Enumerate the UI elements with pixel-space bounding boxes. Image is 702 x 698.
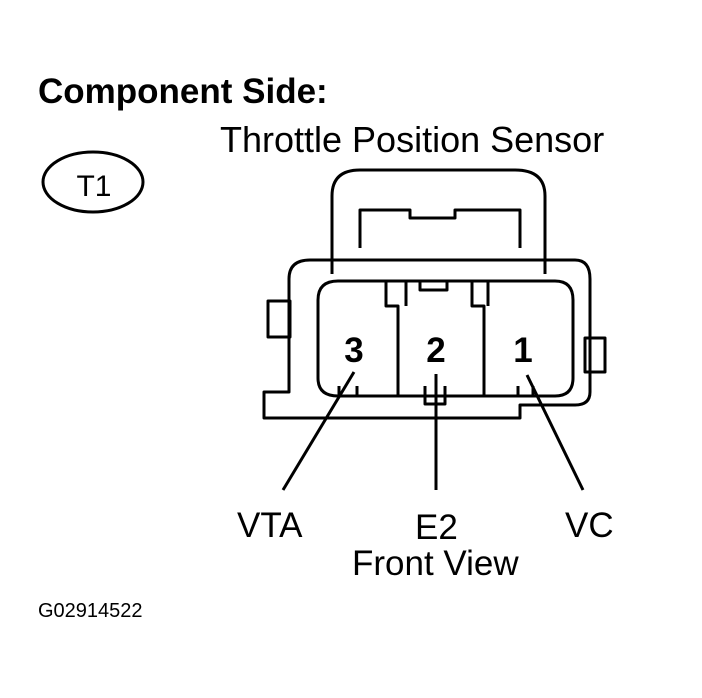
pin-3-signal-label: VTA	[237, 506, 303, 545]
pin-3-number: 3	[344, 331, 363, 370]
pin-3-leader	[281, 371, 356, 491]
terminal-cavity	[316, 279, 575, 398]
connector-code-bubble	[41, 150, 145, 214]
component-side-heading: Component Side:	[38, 72, 328, 111]
left-side-tab	[266, 299, 292, 339]
right-side-tab	[583, 336, 607, 374]
connector-latch	[330, 168, 547, 274]
pin-divider-right	[470, 281, 490, 396]
latch-tab	[358, 208, 522, 248]
connector-name: Throttle Position Sensor	[220, 119, 605, 160]
pin-1-signal-label: VC	[565, 506, 614, 545]
connector-housing	[262, 258, 592, 420]
key-notch	[418, 281, 449, 292]
figure-code: G02914522	[38, 600, 143, 622]
pin-2-number: 2	[426, 331, 445, 370]
pin-1-leader	[525, 374, 585, 491]
view-label: Front View	[352, 544, 519, 583]
pin-2-signal-label: E2	[415, 508, 458, 547]
pin-divider-left	[384, 281, 408, 396]
connector-code: T1	[76, 170, 111, 203]
pin-1-number: 1	[513, 331, 532, 370]
